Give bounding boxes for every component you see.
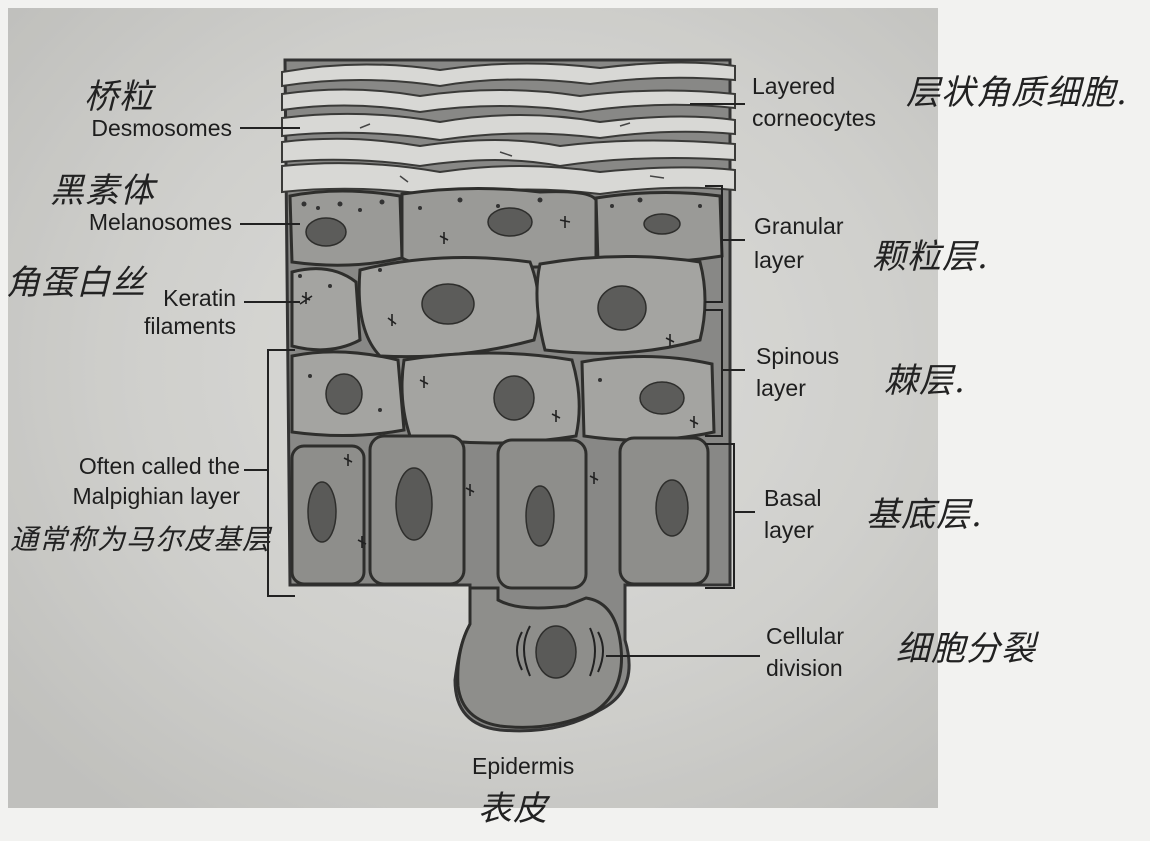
label-layered-line2: corneocytes — [752, 104, 876, 132]
basal-cells — [292, 436, 708, 588]
label-malpighian-line2: Malpighian layer — [10, 482, 240, 510]
handwritten-granular: 颗粒层. — [872, 238, 989, 276]
label-desmosomes: Desmosomes — [40, 114, 232, 142]
label-cellular-line1: Cellular — [766, 622, 844, 650]
dividing-cell — [458, 588, 622, 727]
handwritten-layered: 层状角质细胞. — [906, 74, 1128, 112]
label-melanosomes: Melanosomes — [30, 208, 232, 236]
label-epidermis: Epidermis — [472, 752, 574, 780]
handwritten-keratin: 角蛋白丝 — [6, 264, 146, 302]
label-granular-line2: layer — [754, 246, 804, 274]
handwritten-spinous: 棘层. — [884, 362, 966, 400]
label-spinous-line2: layer — [756, 374, 806, 402]
handwritten-desmosomes: 桥粒 — [84, 78, 154, 116]
label-basal-line2: layer — [764, 516, 814, 544]
label-basal-line1: Basal — [764, 484, 822, 512]
label-keratin-line2: filaments — [100, 312, 236, 340]
label-layered-line1: Layered — [752, 72, 835, 100]
label-cellular-line2: division — [766, 654, 843, 682]
handwritten-basal: 基底层. — [866, 496, 983, 534]
handwritten-malpighian: 通常称为马尔皮基层 — [10, 524, 271, 556]
label-malpighian-line1: Often called the — [10, 452, 240, 480]
handwritten-cellular: 细胞分裂 — [896, 630, 1036, 668]
handwritten-epidermis: 表皮 — [478, 790, 548, 828]
label-granular-line1: Granular — [754, 212, 843, 240]
handwritten-melanosomes: 黑素体 — [50, 172, 155, 210]
label-spinous-line1: Spinous — [756, 342, 839, 370]
